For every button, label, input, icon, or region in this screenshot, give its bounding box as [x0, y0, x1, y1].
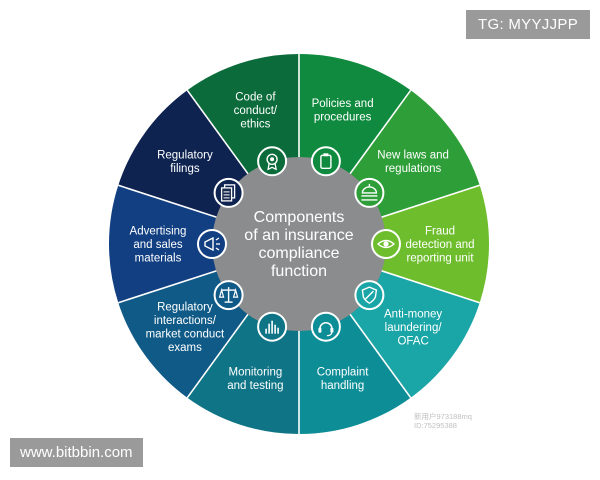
segment-label-line: Regulatory — [157, 302, 213, 314]
segment-label: Complaint handling — [317, 366, 370, 392]
segment-label-line: detection and — [405, 239, 474, 251]
segment-label-line: laundering/ — [385, 322, 443, 334]
watermark-small-line1: 新用户973188mq — [414, 412, 472, 421]
segment-label-line: Regulatory — [157, 149, 213, 161]
center-hub — [212, 157, 386, 331]
segment-label-line: New laws and — [377, 149, 449, 161]
center-title-line: function — [271, 263, 327, 280]
segment-label-line: OFAC — [397, 335, 428, 347]
segment-label: New laws and regulations — [377, 149, 449, 175]
segment-label-line: Policies and — [312, 98, 374, 110]
watermark-small: 新用户973188mq ID:75295388 — [414, 412, 472, 430]
segment-label: Code of conduct/ethics — [234, 91, 278, 130]
segment-label: Policies and procedures — [312, 98, 374, 124]
center-title-line: of an insurance — [244, 227, 354, 244]
center-title-line: Components — [254, 209, 345, 226]
segment-label-line: and sales — [133, 239, 182, 251]
segment-label-line: Code of — [235, 91, 276, 103]
segment-label: Anti-money laundering/OFAC — [384, 308, 442, 347]
segment-label-line: materials — [135, 253, 182, 265]
segment-label-line: reporting unit — [406, 253, 474, 265]
center-title-line: compliance — [259, 245, 340, 262]
segment-label-line: Fraud — [425, 226, 455, 238]
watermark-small-line2: ID:75295388 — [414, 421, 457, 430]
segment-icons — [197, 146, 401, 342]
segment-label-line: Monitoring — [229, 366, 283, 378]
segment-label-line: procedures — [314, 112, 372, 124]
watermark-bottom-left: www.bitbbin.com — [10, 438, 143, 467]
segment-label-line: filings — [170, 163, 200, 175]
segment-label-line: and testing — [227, 380, 283, 392]
megaphone-icon — [197, 229, 227, 259]
segment-label-line: interactions/ — [154, 315, 217, 327]
clipboard-icon — [310, 146, 341, 177]
segment-label-line: exams — [168, 342, 202, 354]
watermark-top-right: TG: MYYJJPP — [466, 10, 590, 39]
capitol-building-icon — [354, 177, 385, 208]
shield-icon — [354, 280, 385, 311]
segment-label-line: conduct/ — [234, 105, 278, 117]
segment-label: Regulatory filings — [157, 149, 213, 175]
segment-label-line: Advertising — [130, 226, 187, 238]
segment-label-line: regulations — [385, 163, 442, 175]
bar-chart-icon — [257, 311, 288, 342]
scales-icon — [213, 280, 244, 311]
segment-label-line: market conduct — [146, 329, 225, 341]
award-icon — [257, 146, 288, 177]
headset-icon — [310, 311, 341, 342]
segment-label: Monitoring and testing — [227, 366, 283, 392]
segment-label-line: ethics — [240, 118, 270, 130]
segment-label-line: Complaint — [317, 366, 370, 378]
documents-icon — [213, 177, 244, 208]
eye-icon — [371, 229, 401, 259]
segment-label-line: handling — [321, 380, 364, 392]
segment-label-line: Anti-money — [384, 308, 442, 320]
